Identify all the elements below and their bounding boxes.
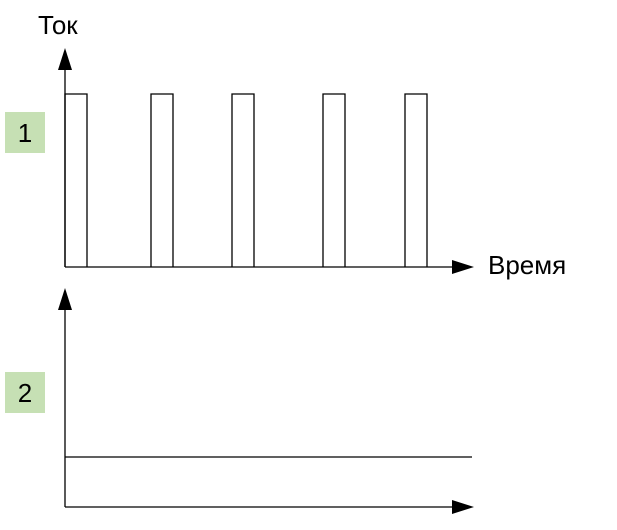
panel-2-badge-label: 2 [18,378,32,408]
x-axis-label: Время [488,250,566,280]
panel-2-x-arrow-icon [452,500,474,514]
pulse-3 [231,93,255,267]
pulse-4 [322,93,346,267]
panel-2-badge [5,372,45,413]
panel-1: 1 [5,48,474,274]
pulse-2 [150,93,174,267]
y-axis-label: Ток [38,10,78,40]
panel-2: 2 [5,288,474,514]
pulse-5 [404,93,428,267]
panel-1-badge-label: 1 [18,118,32,148]
panel-2-y-arrow-icon [58,288,72,310]
panel-1-badge [5,112,45,153]
pulse-train [64,93,428,267]
panel-1-x-arrow-icon [452,260,474,274]
panel-1-y-arrow-icon [58,48,72,70]
pulse-1 [64,93,88,267]
